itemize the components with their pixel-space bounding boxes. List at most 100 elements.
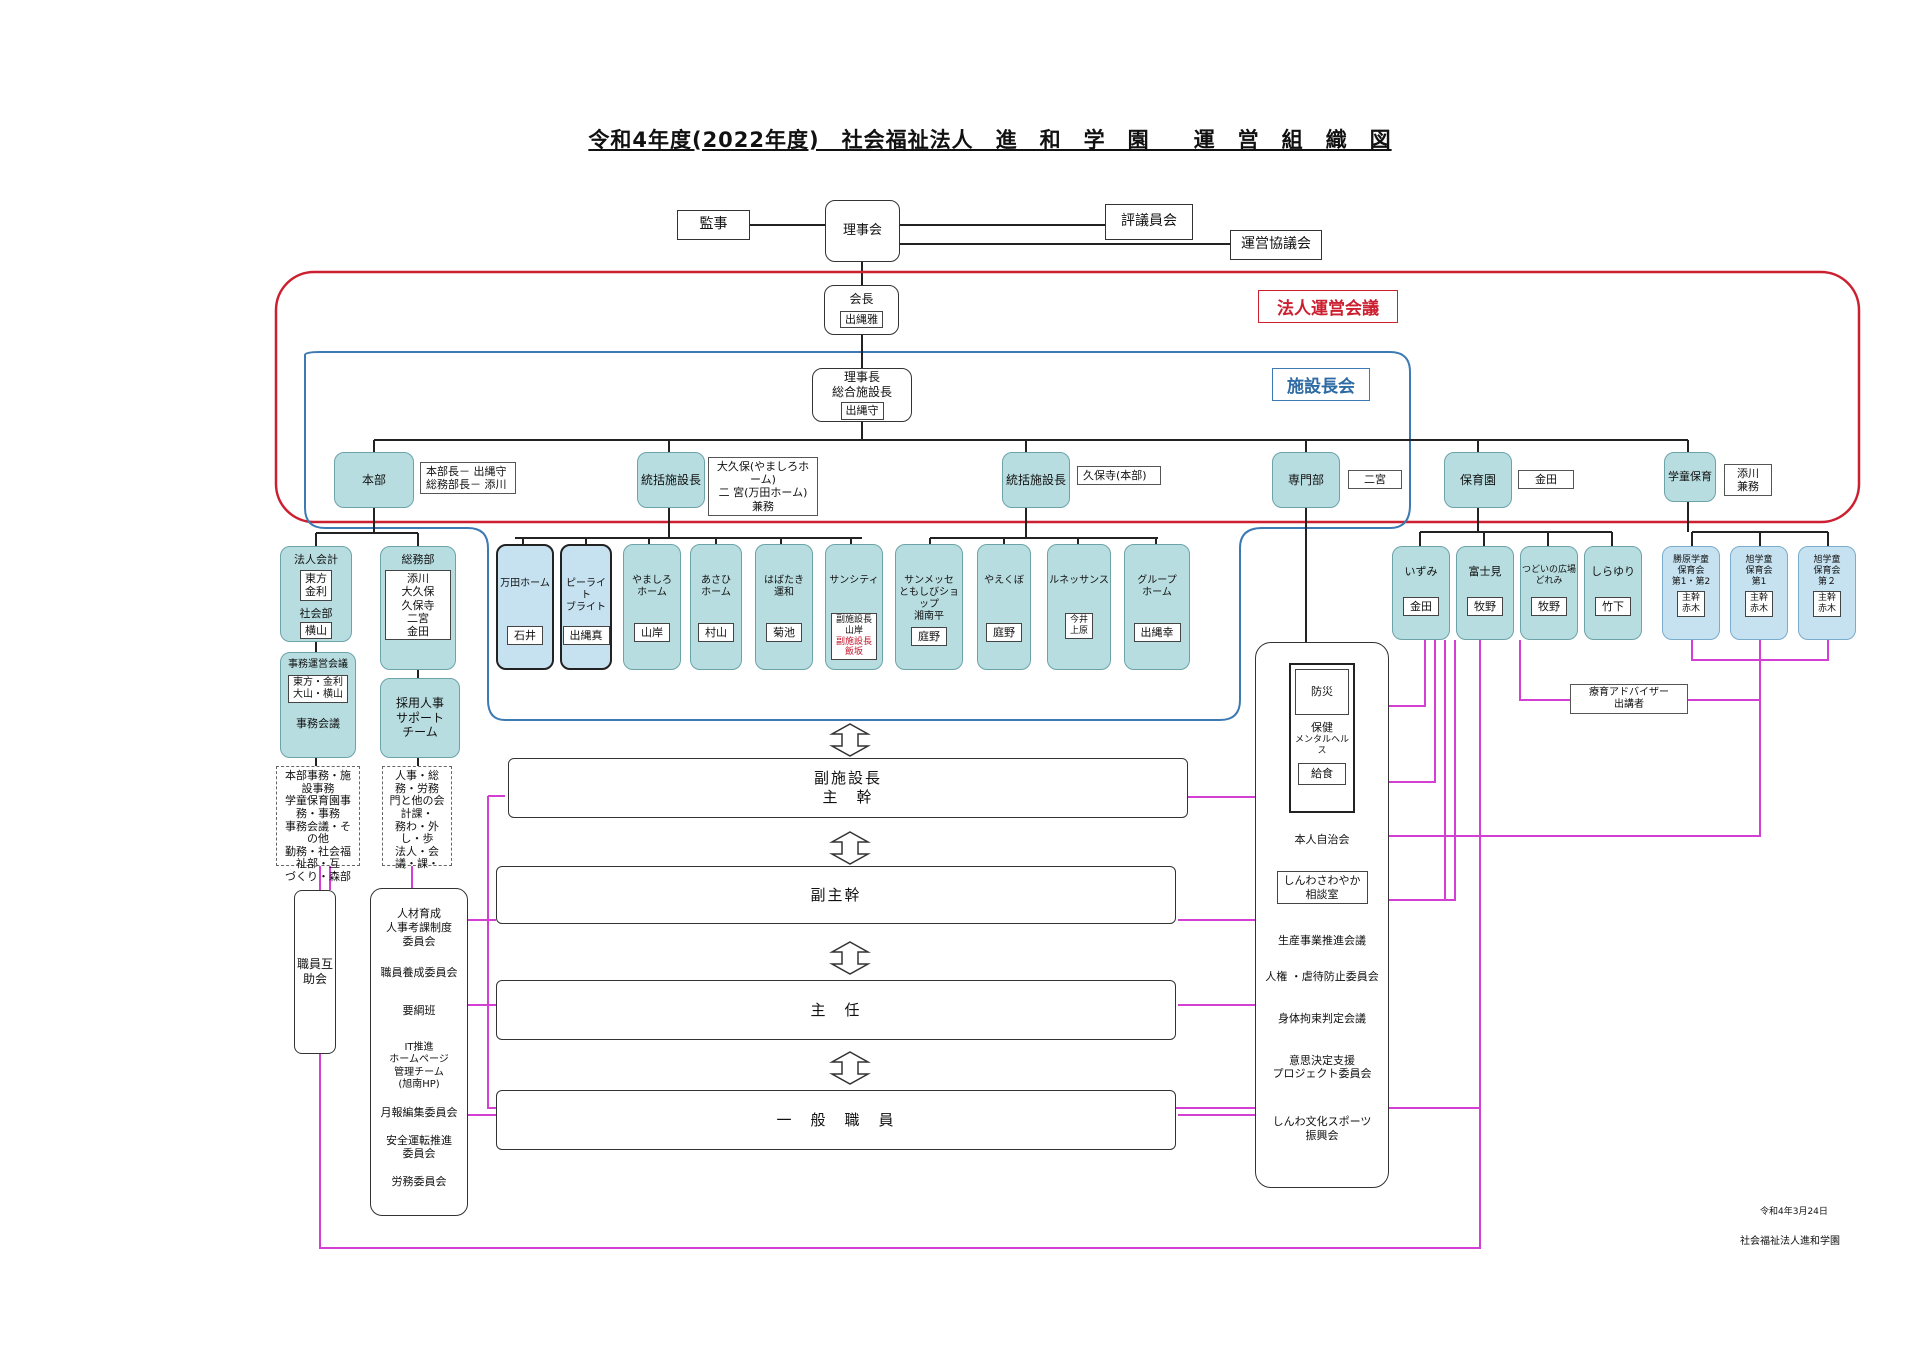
double-arrow-2 <box>829 831 871 865</box>
facility-name: あさひホーム <box>701 575 731 619</box>
double-arrow-3 <box>829 941 871 975</box>
facility-name-line: ホーム <box>701 587 731 598</box>
committee-yokohan: 要綱班 <box>402 1004 436 1017</box>
gakudo-name-line: 旭学童 <box>1813 555 1841 565</box>
facility-head: 出縄真 <box>562 626 610 646</box>
gakudo-name-line: 保育会 <box>1677 565 1705 576</box>
facility-name-line: 湘南平 <box>914 611 944 622</box>
kaicho-name: 出縄雅 <box>840 310 883 329</box>
hoikuen-note: 金田 <box>1518 470 1574 490</box>
facility-head: 菊池 <box>766 623 802 643</box>
hoikuen-head: 竹下 <box>1595 597 1631 617</box>
somubu-name-2: 大久保 <box>401 585 435 599</box>
committee-geppo: 月報編集委員会 <box>380 1105 458 1119</box>
somubu-name-3: 久保寺 <box>401 598 435 612</box>
tokatsu-1-note-1: 大久保(やましろホーム) <box>716 460 810 487</box>
gakudo-name-line: 勝原学童 <box>1672 555 1709 565</box>
gakudo-name-line: 第1・第2 <box>1671 576 1711 587</box>
hyogiinkai-box: 評議員会 <box>1105 204 1193 240</box>
facility-name-line: やましろ <box>632 575 672 586</box>
facility-name-line: あさひ <box>701 575 731 586</box>
gakudo-name-line: 第２ <box>1817 576 1836 587</box>
gakudo-name-line: 第1 <box>1751 576 1767 587</box>
facility-head: 山岸 <box>634 623 670 643</box>
hoikuen-name-line: つどいの広場 <box>1521 565 1576 575</box>
gakudo-head: 主幹赤木 <box>1676 591 1705 617</box>
committee-jinzai-l3: 委員会 <box>402 934 436 948</box>
facility-name-line: サンメッセ <box>904 575 954 586</box>
facility-7: サンメッセともしびショップ湘南平庭野 <box>895 544 963 670</box>
bosai-box: 防災 <box>1295 669 1349 715</box>
footer-org: 社会福祉法人進和学園 <box>1740 1236 1840 1247</box>
jinken-gyakutai: 人権 ・虐待防止委員会 <box>1265 970 1379 983</box>
sawayaka-sodanshitsu: しんわさわやか相談室 <box>1276 870 1368 905</box>
facility-name: グループホーム <box>1137 575 1176 619</box>
gakudo-note: 添川 兼務 <box>1724 464 1772 497</box>
tier-fukushisetsucho: 副施設長 主 幹 <box>508 758 1188 818</box>
saiyo-jinji-support-box: 採用人事 サポート チーム <box>380 678 460 758</box>
jimu-unei-kaigi-box: 事務運営会議 東方・金利大山・横山 事務会議 <box>280 652 356 758</box>
honbu-jimu-dashed-box: 本部事務・施設事務 学童保育園事務・事務 事務会議・その他 勤務・社会福祉部・互… <box>276 766 360 883</box>
facility-name-line: ホーム <box>1142 587 1172 598</box>
facility-name: ルネッサンス <box>1049 575 1109 586</box>
facility-head-line: 副施設長 <box>835 615 872 625</box>
jinji-dashed-box: 人事・総務・労務 門と他の会計課・ 務わ・外し・歩 法人・会議・課・ <box>382 766 452 870</box>
facility-3: やましろホーム山岸 <box>623 544 681 670</box>
hoikuen-name: しらゆり <box>1591 565 1635 578</box>
hojin-kaikei-name-2: 金利 <box>305 585 327 599</box>
kaicho-title: 会長 <box>849 291 874 306</box>
facility-name: ピーライトブライト <box>562 578 610 622</box>
bunka-sports-l1: しんわ文化スポーツ <box>1272 1115 1372 1128</box>
tokatsu-shisetsucho-1-box: 統括施設長 <box>637 452 705 508</box>
somubu-name-4: 二宮 <box>407 611 429 625</box>
facility-name-line: 運和 <box>774 587 794 598</box>
gakudo-head: 主幹赤木 <box>1744 591 1773 617</box>
facility-head: 庭野 <box>911 627 947 647</box>
hoikuen-3: つどいの広場どれみ牧野 <box>1520 546 1578 640</box>
senmonbu-box: 専門部 <box>1272 452 1340 508</box>
gakudo-head-line: 主幹 <box>1681 593 1700 604</box>
facility-name: はばたき運和 <box>764 575 804 619</box>
facility-6: サンシティ副施設長山岸副施設長飯坂 <box>825 544 883 670</box>
ishi-kettei-l2: プロジェクト委員会 <box>1272 1067 1372 1081</box>
facility-head-multi: 今井上原 <box>1064 613 1093 639</box>
hojin-kaikei-name-1: 東方 <box>305 572 327 586</box>
hoikuen-name: 富士見 <box>1468 565 1502 578</box>
committees-right-box: 防災 保健 メンタルヘルス 給食 本人自治会 しんわさわやか相談室 生産事業推進… <box>1255 642 1389 1188</box>
facility-4: あさひホーム村山 <box>690 544 742 670</box>
tier-1-line-2: 主 幹 <box>822 788 874 806</box>
gakudo-head-line: 赤木 <box>1681 604 1700 615</box>
facility-name-line: ピーライト <box>566 578 606 601</box>
saiyo-line-1: 採用人事 <box>395 696 444 711</box>
committee-it-l2: ホームページ <box>389 1054 449 1066</box>
shakaibu-name: 横山 <box>300 621 332 639</box>
committees-left-box: 人材育成人事考課制度委員会 職員養成委員会 要綱班 IT推進ホームページ管理チー… <box>370 888 468 1216</box>
facility-head: 庭野 <box>986 623 1022 643</box>
gakudo-child-1: 勝原学童保育会第1・第2 主幹赤木 <box>1662 546 1720 640</box>
gakudo-head-line: 赤木 <box>1817 604 1836 615</box>
committee-romu: 労務委員会 <box>391 1175 447 1188</box>
facility-head-line: 飯坂 <box>844 647 863 658</box>
saiyo-line-3: チーム <box>402 725 438 740</box>
sawayaka-l2: 相談室 <box>1305 887 1339 901</box>
facility-10: グループホーム出縄幸 <box>1124 544 1190 670</box>
gakudo-name-line: 保育会 <box>1745 565 1773 576</box>
kaicho-box: 会長 出縄雅 <box>824 285 899 335</box>
facility-5: はばたき運和菊池 <box>755 544 813 670</box>
facility-8: やえくぼ庭野 <box>977 544 1031 670</box>
hojin-kaikei-title: 法人会計 <box>294 553 338 566</box>
committee-it-l4: (旭南HP) <box>398 1079 440 1091</box>
uneikyogikai-box: 運営協議会 <box>1230 230 1322 260</box>
committee-jinzai-l1: 人材育成 <box>397 907 441 920</box>
senmon-group-box: 防災 保健 メンタルヘルス 給食 <box>1289 663 1355 813</box>
facility-head-line: 今井 <box>1069 615 1088 625</box>
rijikai-box: 理事会 <box>825 200 900 262</box>
hoikuen-head: 牧野 <box>1531 597 1567 617</box>
facility-name: サンメッセともしびショップ湘南平 <box>896 575 962 623</box>
tokatsu-1-note-2: 二 宮(万田ホーム) <box>718 486 808 500</box>
kanji-box: 監事 <box>677 210 750 240</box>
sawayaka-l1: しんわさわやか <box>1283 873 1361 887</box>
committee-jinzai: 人材育成人事考課制度委員会 <box>386 907 452 948</box>
shokuin-gojokai-box: 職員互助会 <box>294 890 336 1054</box>
facility-1: 万田ホーム石井 <box>496 544 554 670</box>
